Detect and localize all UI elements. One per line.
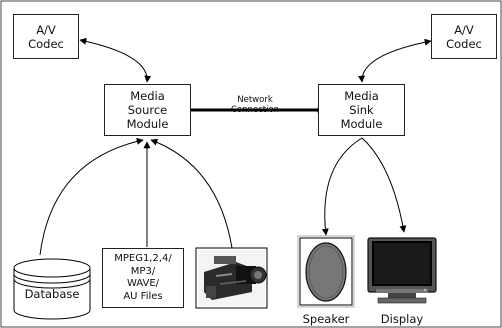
codec-left-line1: A/V <box>36 22 56 37</box>
network-connection-label: Network Connection <box>215 95 295 115</box>
arrow-codec-left-source <box>79 37 152 83</box>
arrow-database-source <box>39 137 144 256</box>
monitor-icon <box>367 237 437 304</box>
database-label: Database <box>24 287 80 301</box>
files-line2: MP3/ <box>130 265 156 277</box>
codec-right-line2: Codec <box>446 36 482 51</box>
sink-line2: Sink <box>349 103 374 117</box>
files-line3: WAVE/ <box>126 278 160 289</box>
codec-right-line1: A/V <box>454 22 474 37</box>
arrow-codec-right-sink <box>358 38 432 83</box>
display-label: Display <box>380 312 424 326</box>
network-line2: Connection <box>230 105 280 115</box>
arrow-sink-speaker <box>321 137 363 236</box>
av-codec-left: A/V Codec <box>13 14 79 59</box>
database-icon <box>13 258 91 320</box>
arrow-sink-display <box>361 137 407 233</box>
media-sink-module: Media Sink Module <box>318 84 405 136</box>
sink-line3: Module <box>340 117 383 131</box>
media-source-module: Media Source Module <box>104 84 191 136</box>
speaker-label: Speaker <box>302 312 350 326</box>
sink-line1: Media <box>344 89 379 103</box>
files-line1: MPEG1,2,4/ <box>114 253 172 264</box>
codec-left-line2: Codec <box>28 36 64 51</box>
video-camera-icon <box>195 247 268 309</box>
av-codec-right: A/V Codec <box>431 14 497 59</box>
network-line1: Network <box>237 95 273 105</box>
source-line1: Media <box>130 89 165 103</box>
arrow-camera-source <box>150 138 233 249</box>
media-files-box: MPEG1,2,4/ MP3/ WAVE/ AU Files <box>102 248 184 308</box>
speaker-icon <box>297 235 355 308</box>
files-line4: AU Files <box>123 290 163 302</box>
source-line3: Module <box>126 117 169 131</box>
source-line2: Source <box>127 103 168 117</box>
